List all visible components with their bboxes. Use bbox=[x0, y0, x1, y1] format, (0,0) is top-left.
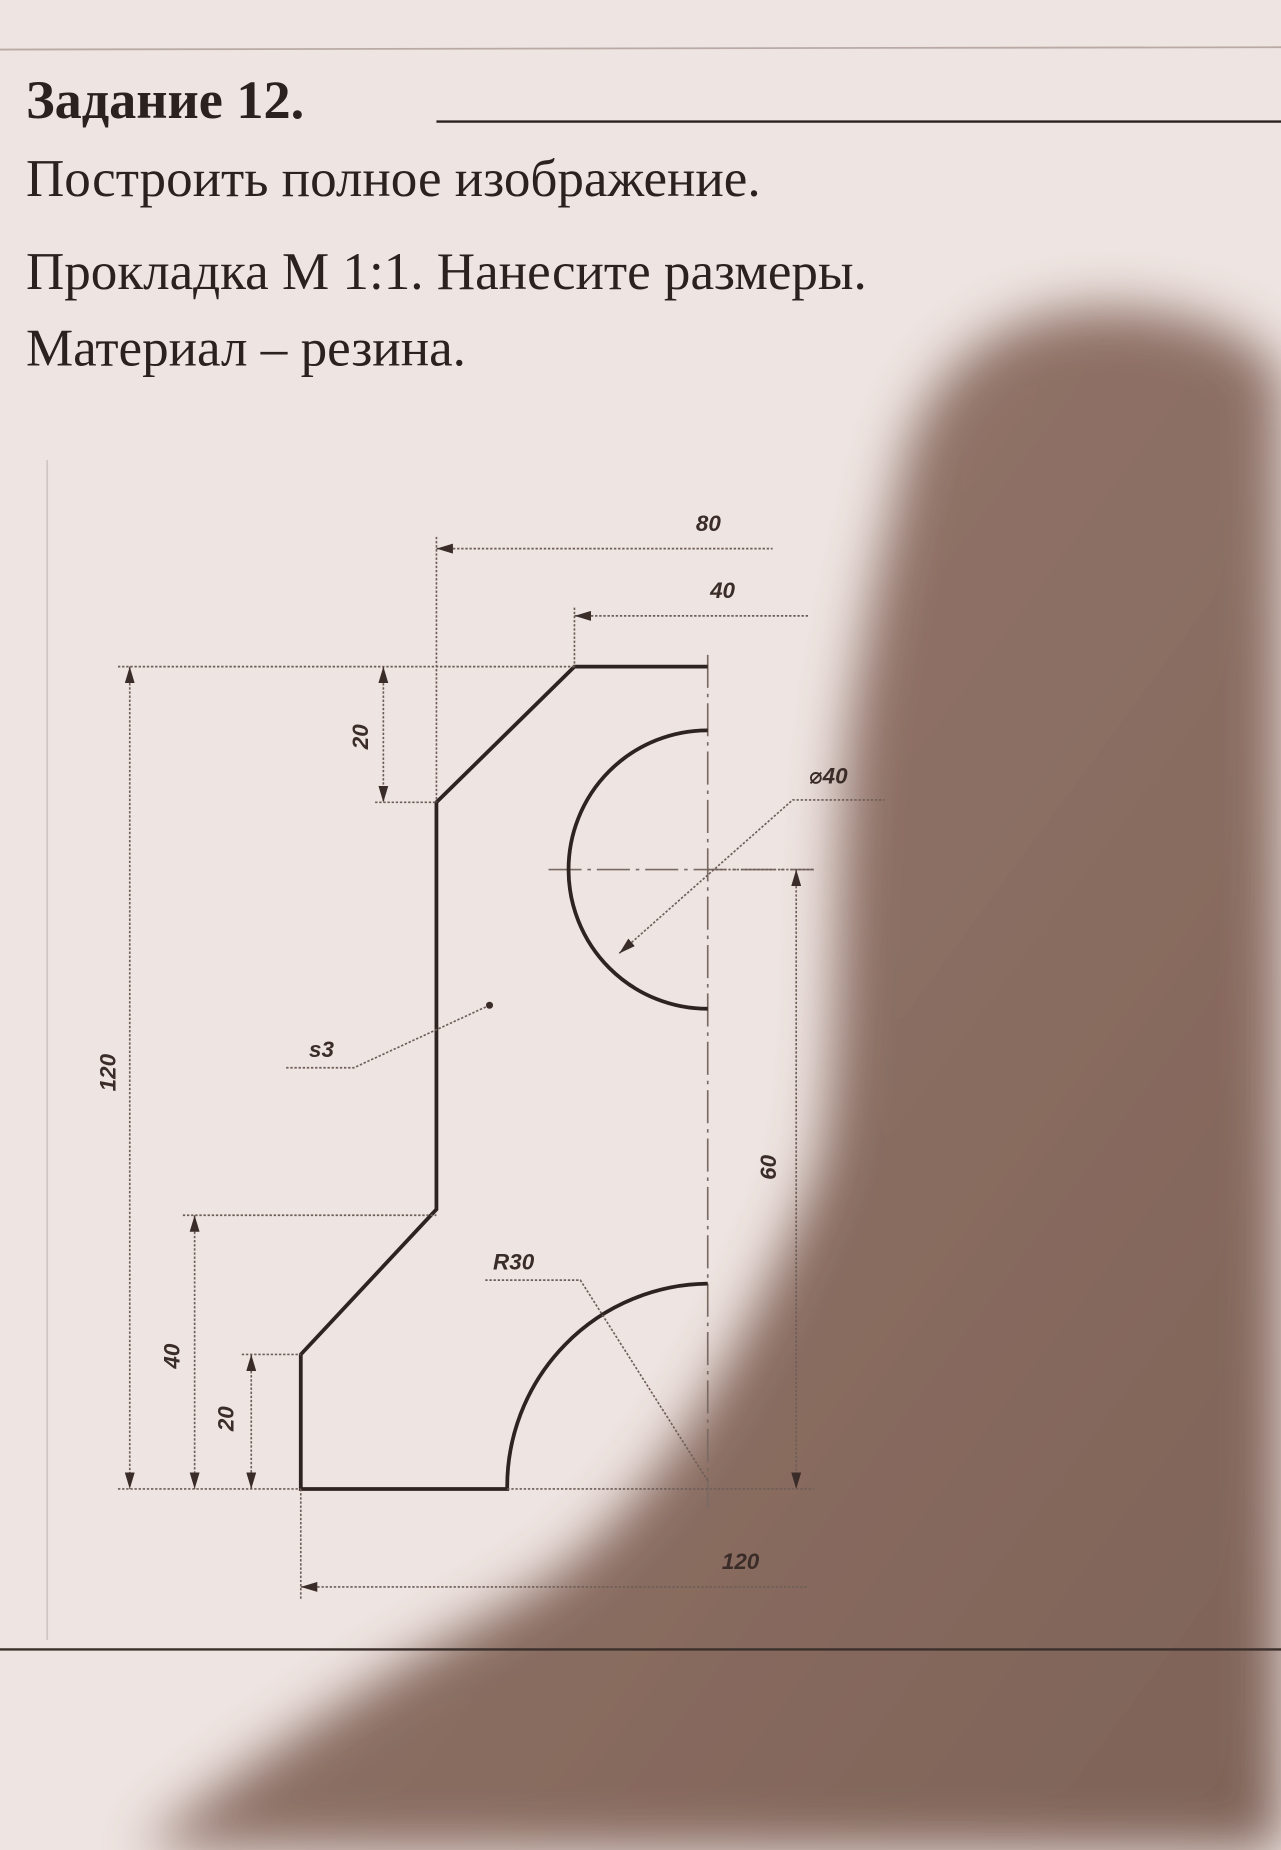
half-hole-arc bbox=[566, 728, 708, 1011]
gasket-drawing: 80 40 20 ⌀40 s3 60 R30 120 40 20 120 bbox=[96, 511, 885, 1599]
dim-40-top-label: 40 bbox=[709, 578, 735, 603]
dim-40-left-label: 40 bbox=[159, 1343, 184, 1369]
thickness-leader-dot bbox=[485, 1001, 494, 1009]
radius-leader bbox=[483, 1279, 709, 1482]
thickness-label: s3 bbox=[309, 1037, 334, 1062]
extension-lines bbox=[117, 536, 814, 1599]
diameter-leader bbox=[618, 799, 885, 954]
task-title: Задание 12. bbox=[26, 70, 304, 130]
instruction-line-2: Прокладка М 1:1. Нанесите размеры. bbox=[26, 243, 867, 301]
top-rule bbox=[0, 46, 1281, 51]
instruction-line-3: Материал – резина. bbox=[26, 320, 466, 378]
dim-80-label: 80 bbox=[696, 511, 721, 536]
dim-120-bottom-label: 120 bbox=[722, 1549, 760, 1574]
thickness-leader bbox=[285, 1004, 490, 1069]
dim-60-label: 60 bbox=[756, 1154, 781, 1179]
hand-shadow bbox=[141, 308, 1281, 1850]
gasket-outline bbox=[298, 664, 708, 1491]
diameter-label: ⌀40 bbox=[809, 763, 848, 788]
dim-height-label: 120 bbox=[96, 1053, 121, 1091]
instruction-line-1: Построить полное изображение. bbox=[26, 150, 761, 208]
dim-20-left-label: 20 bbox=[214, 1406, 239, 1432]
radius-label: R30 bbox=[493, 1250, 535, 1275]
dim-20-top-label: 20 bbox=[348, 724, 373, 750]
